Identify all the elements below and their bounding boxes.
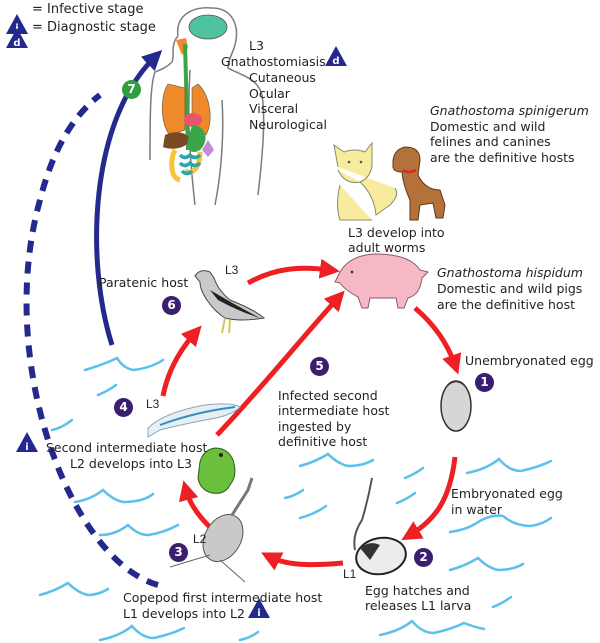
embryonated-egg-line2: in water (451, 502, 502, 517)
wave (298, 452, 375, 468)
wave (238, 630, 260, 642)
pelican-illustration (194, 270, 266, 334)
step3-stage-label: L2 (193, 532, 207, 546)
human-figure (149, 6, 265, 206)
embryonated-egg-line1: Embryonated egg (451, 486, 563, 501)
step4-line2: L2 develops into L3 (70, 456, 192, 471)
human-stage-label: L3 (249, 38, 264, 53)
frog-illustration (197, 447, 236, 494)
step4-stage-label: L3 (146, 397, 160, 411)
step3-line2: L1 develops into L2 (123, 606, 245, 621)
legend-infective-label: = Infective stage (32, 2, 144, 17)
step-6-badge: 6 (162, 296, 181, 315)
disease-form-neurological: Neurological (249, 117, 328, 132)
step2-line1: Egg hatches and (365, 583, 470, 598)
wave (283, 488, 305, 500)
red-arrow-copepod-to-frog (178, 480, 215, 532)
red-arrow-pig-to-egg (413, 306, 462, 375)
disease-form-ocular: Ocular (249, 86, 290, 101)
legend-diagnostic-label: = Diagnostic stage (32, 20, 156, 35)
wave (403, 466, 425, 480)
wave (83, 356, 165, 372)
wave (298, 504, 328, 520)
infective-stage-icon-step4: i (16, 432, 38, 453)
unembryonated-egg-illustration (440, 380, 472, 432)
paratenic-stage-label: L3 (225, 263, 239, 277)
wave (378, 619, 486, 637)
fish-illustration (147, 403, 241, 438)
spinigerum-species: Gnathostoma spinigerum (430, 103, 589, 118)
step5-line3: ingested by (278, 419, 352, 434)
unembryonated-egg-label: Unembryonated egg (465, 353, 594, 368)
adult-worms-line1: L3 develop into (348, 225, 445, 240)
paratenic-host-label: Paratenic host (99, 275, 189, 290)
step3-line1: Copepod first intermediate host (123, 590, 323, 605)
svg-text:i: i (25, 442, 28, 453)
wave (98, 523, 180, 537)
infective-stage-icon-step3: i (248, 598, 270, 619)
red-arrow-frog-to-pig (215, 290, 345, 437)
step-2-badge: 2 (414, 548, 433, 567)
copepod-illustration (169, 477, 254, 583)
step-4-badge: 4 (114, 398, 133, 417)
svg-text:d: d (332, 56, 339, 67)
step5-line4: definitive host (278, 434, 368, 449)
wave (96, 383, 118, 397)
disease-form-cutaneous: Cutaneous (249, 70, 316, 85)
disease-name: Gnathostomiasis (221, 54, 326, 69)
red-arrow-bird-to-pig (246, 258, 340, 286)
step-5-badge: 5 (310, 357, 329, 376)
step-3-badge: 3 (169, 543, 188, 562)
step5-line2: intermediate host (278, 403, 390, 418)
wave (465, 457, 553, 475)
red-arrow-egg-to-hatch (401, 456, 458, 541)
wave (448, 556, 525, 572)
dog-illustration (392, 146, 446, 221)
wave (395, 491, 417, 505)
spinigerum-line2: felines and canines (430, 134, 551, 149)
spinigerum-line3: are the definitive hosts (430, 150, 575, 165)
wave (448, 514, 553, 534)
disease-form-visceral: Visceral (249, 101, 299, 116)
cat-illustration (333, 141, 398, 221)
step-7-badge: 7 (122, 80, 141, 99)
step4-line1: Second intermediate host (46, 440, 208, 455)
adult-worms-line2: adult worms (348, 240, 426, 255)
pig-illustration (334, 253, 429, 309)
wave (491, 595, 513, 609)
red-arrow-hatch-to-copepod (261, 552, 344, 571)
blue-dashed-arrow (23, 92, 159, 588)
step-1-badge: 1 (475, 373, 494, 392)
step5-line1: Infected second (278, 388, 378, 403)
hispidum-species: Gnathostoma hispidum (437, 265, 583, 280)
water-waves (38, 356, 553, 642)
legend-diagnostic-icon: d (6, 28, 28, 49)
wave (38, 581, 110, 597)
hispidum-line2: are the definitive host (437, 297, 575, 312)
step2-line2: releases L1 larva (365, 598, 472, 613)
diagnostic-stage-icon: d (325, 46, 347, 67)
hatching-egg-illustration (353, 477, 407, 576)
wave (73, 488, 155, 504)
svg-text:i: i (257, 608, 260, 619)
svg-text:d: d (13, 38, 20, 49)
red-arrow-fish-to-bird (160, 325, 202, 397)
hispidum-line1: Domestic and wild pigs (437, 281, 583, 296)
spinigerum-line1: Domestic and wild (430, 119, 546, 134)
wave (98, 624, 186, 642)
blue-solid-arrow (94, 50, 163, 346)
step2-stage-label: L1 (343, 567, 357, 581)
wave (50, 418, 74, 432)
